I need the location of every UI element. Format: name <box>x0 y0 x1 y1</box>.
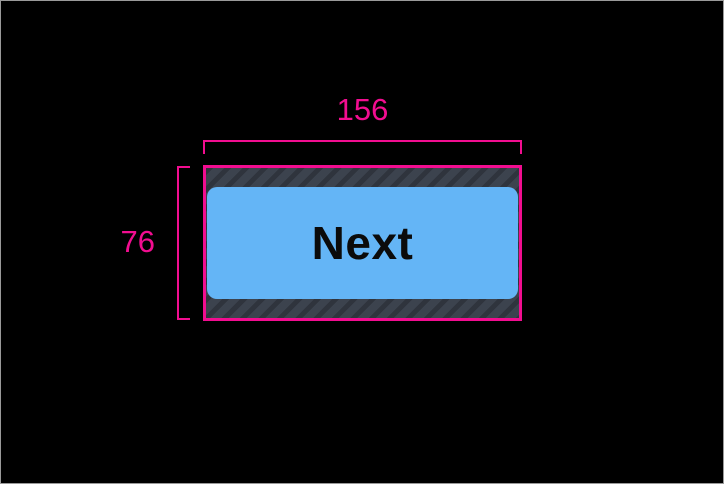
width-dimension-line <box>203 140 522 154</box>
height-dimension-line <box>177 166 190 320</box>
width-value-label: 156 <box>336 92 389 127</box>
next-button-label: Next <box>311 217 414 269</box>
height-value-label: 76 <box>120 224 155 259</box>
widget-bounds-overlay: Next <box>203 165 522 321</box>
next-button[interactable]: Next <box>207 187 518 299</box>
